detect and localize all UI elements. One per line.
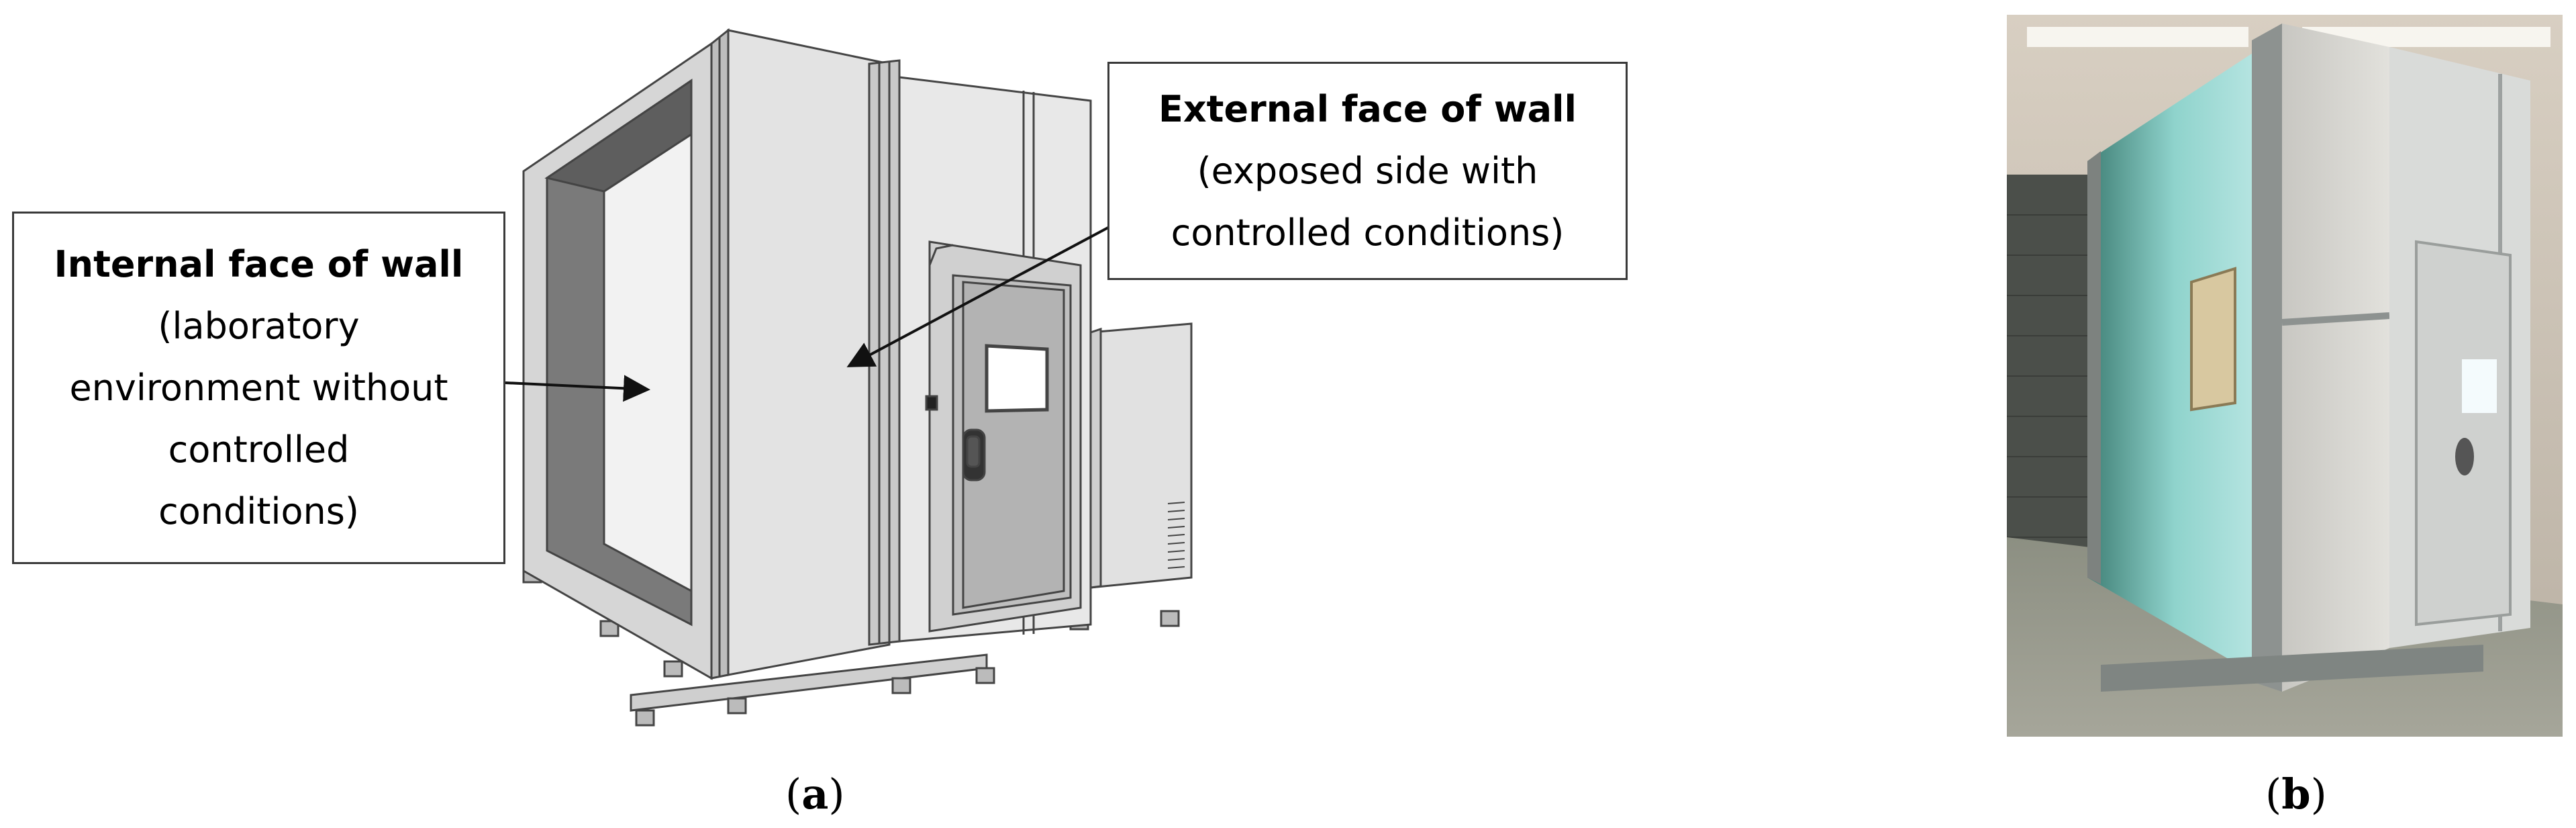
caption-b: (b) xyxy=(2265,770,2327,819)
equipment-box xyxy=(1089,322,1193,589)
label-external-title: External face of wall xyxy=(1158,87,1577,130)
open-frame xyxy=(522,28,730,680)
label-internal-line-1: (laboratory xyxy=(158,304,360,347)
caption-a: (a) xyxy=(785,770,845,819)
label-internal-line-3: controlled xyxy=(168,428,350,471)
arrow-internal xyxy=(505,375,650,402)
chamber-front xyxy=(898,76,1092,643)
label-internal-line-4: conditions) xyxy=(158,490,359,533)
label-external-face: External face of wall (exposed side with… xyxy=(1107,62,1628,280)
chamber-wall xyxy=(727,29,901,676)
label-internal-face: Internal face of wall (laboratory enviro… xyxy=(12,212,505,564)
chamber-photo xyxy=(2007,15,2563,737)
label-external-line-2: controlled conditions) xyxy=(1171,211,1565,254)
label-external-line-1: (exposed side with xyxy=(1197,149,1538,192)
label-internal-line-2: environment without xyxy=(69,366,448,409)
label-internal-title: Internal face of wall xyxy=(54,242,464,285)
base-rail xyxy=(522,566,1180,727)
